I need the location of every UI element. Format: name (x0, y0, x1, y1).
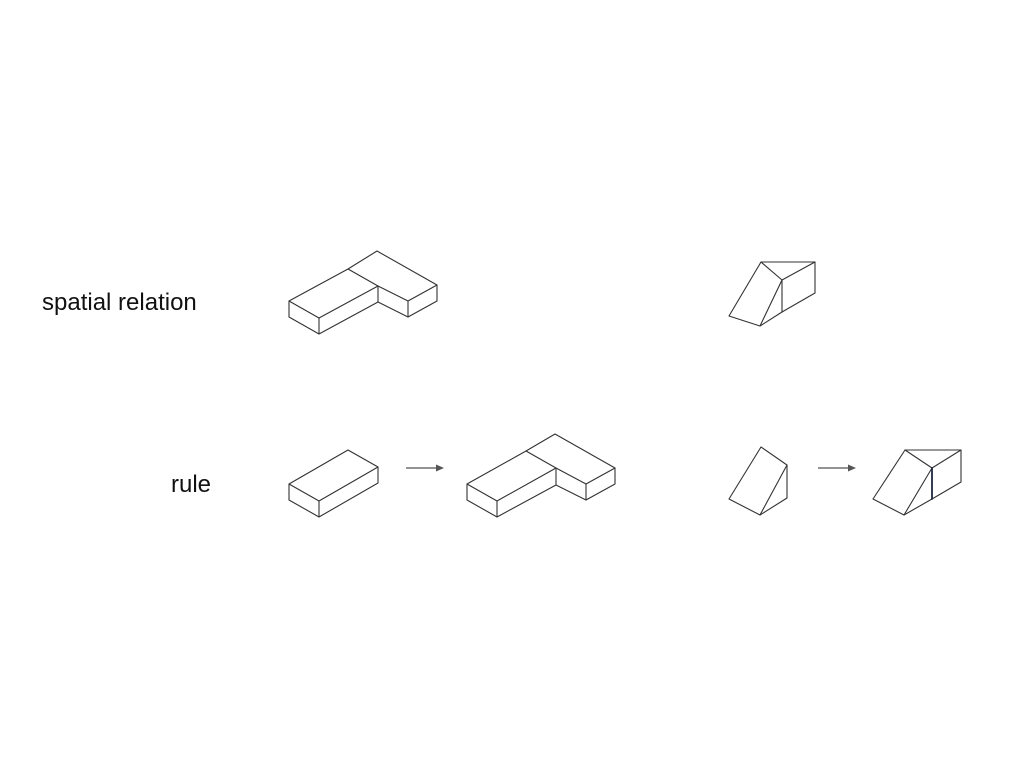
spatial-relation-l-shape (288, 250, 438, 335)
spatial-relation-wedge-box (728, 261, 816, 327)
rule-label: rule (171, 471, 212, 498)
rule-arrow-2 (818, 464, 856, 472)
rule-box-initial (288, 449, 379, 518)
rule-arrow-1 (406, 464, 444, 472)
spatial-relation-label: spatial relation (42, 289, 197, 316)
rule-wedge-initial (728, 446, 788, 516)
rule-wedge-box-result (872, 449, 962, 516)
rule-l-shape-result (466, 433, 616, 518)
